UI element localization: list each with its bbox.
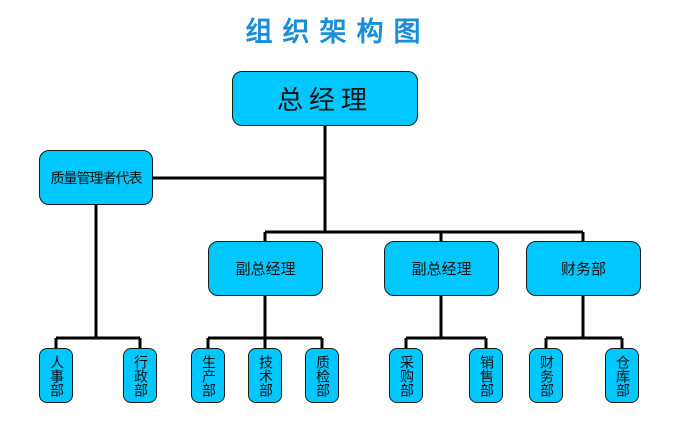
vice-gm-box-2: 副总经理: [384, 241, 499, 296]
sales-dept-box: 销售部: [469, 348, 503, 403]
vice-gm-box-1: 副总经理: [208, 241, 323, 296]
quality-rep-box: 质量管理者代表: [39, 150, 153, 205]
tech-dept-box: 技术部: [248, 348, 282, 403]
finance-dept-box: 财务部: [529, 348, 563, 403]
admin-dept-box: 行政部: [123, 348, 157, 403]
production-dept-box: 生产部: [191, 348, 225, 403]
warehouse-dept-box: 仓库部: [605, 348, 639, 403]
general-manager-box: 总经理: [232, 71, 418, 126]
hr-dept-box: 人事部: [39, 348, 73, 403]
finance-box: 财务部: [526, 241, 641, 296]
chart-title: 组织架构图: [245, 17, 431, 48]
purchasing-dept-box: 采购部: [389, 348, 423, 403]
qc-dept-box: 质检部: [305, 348, 339, 403]
